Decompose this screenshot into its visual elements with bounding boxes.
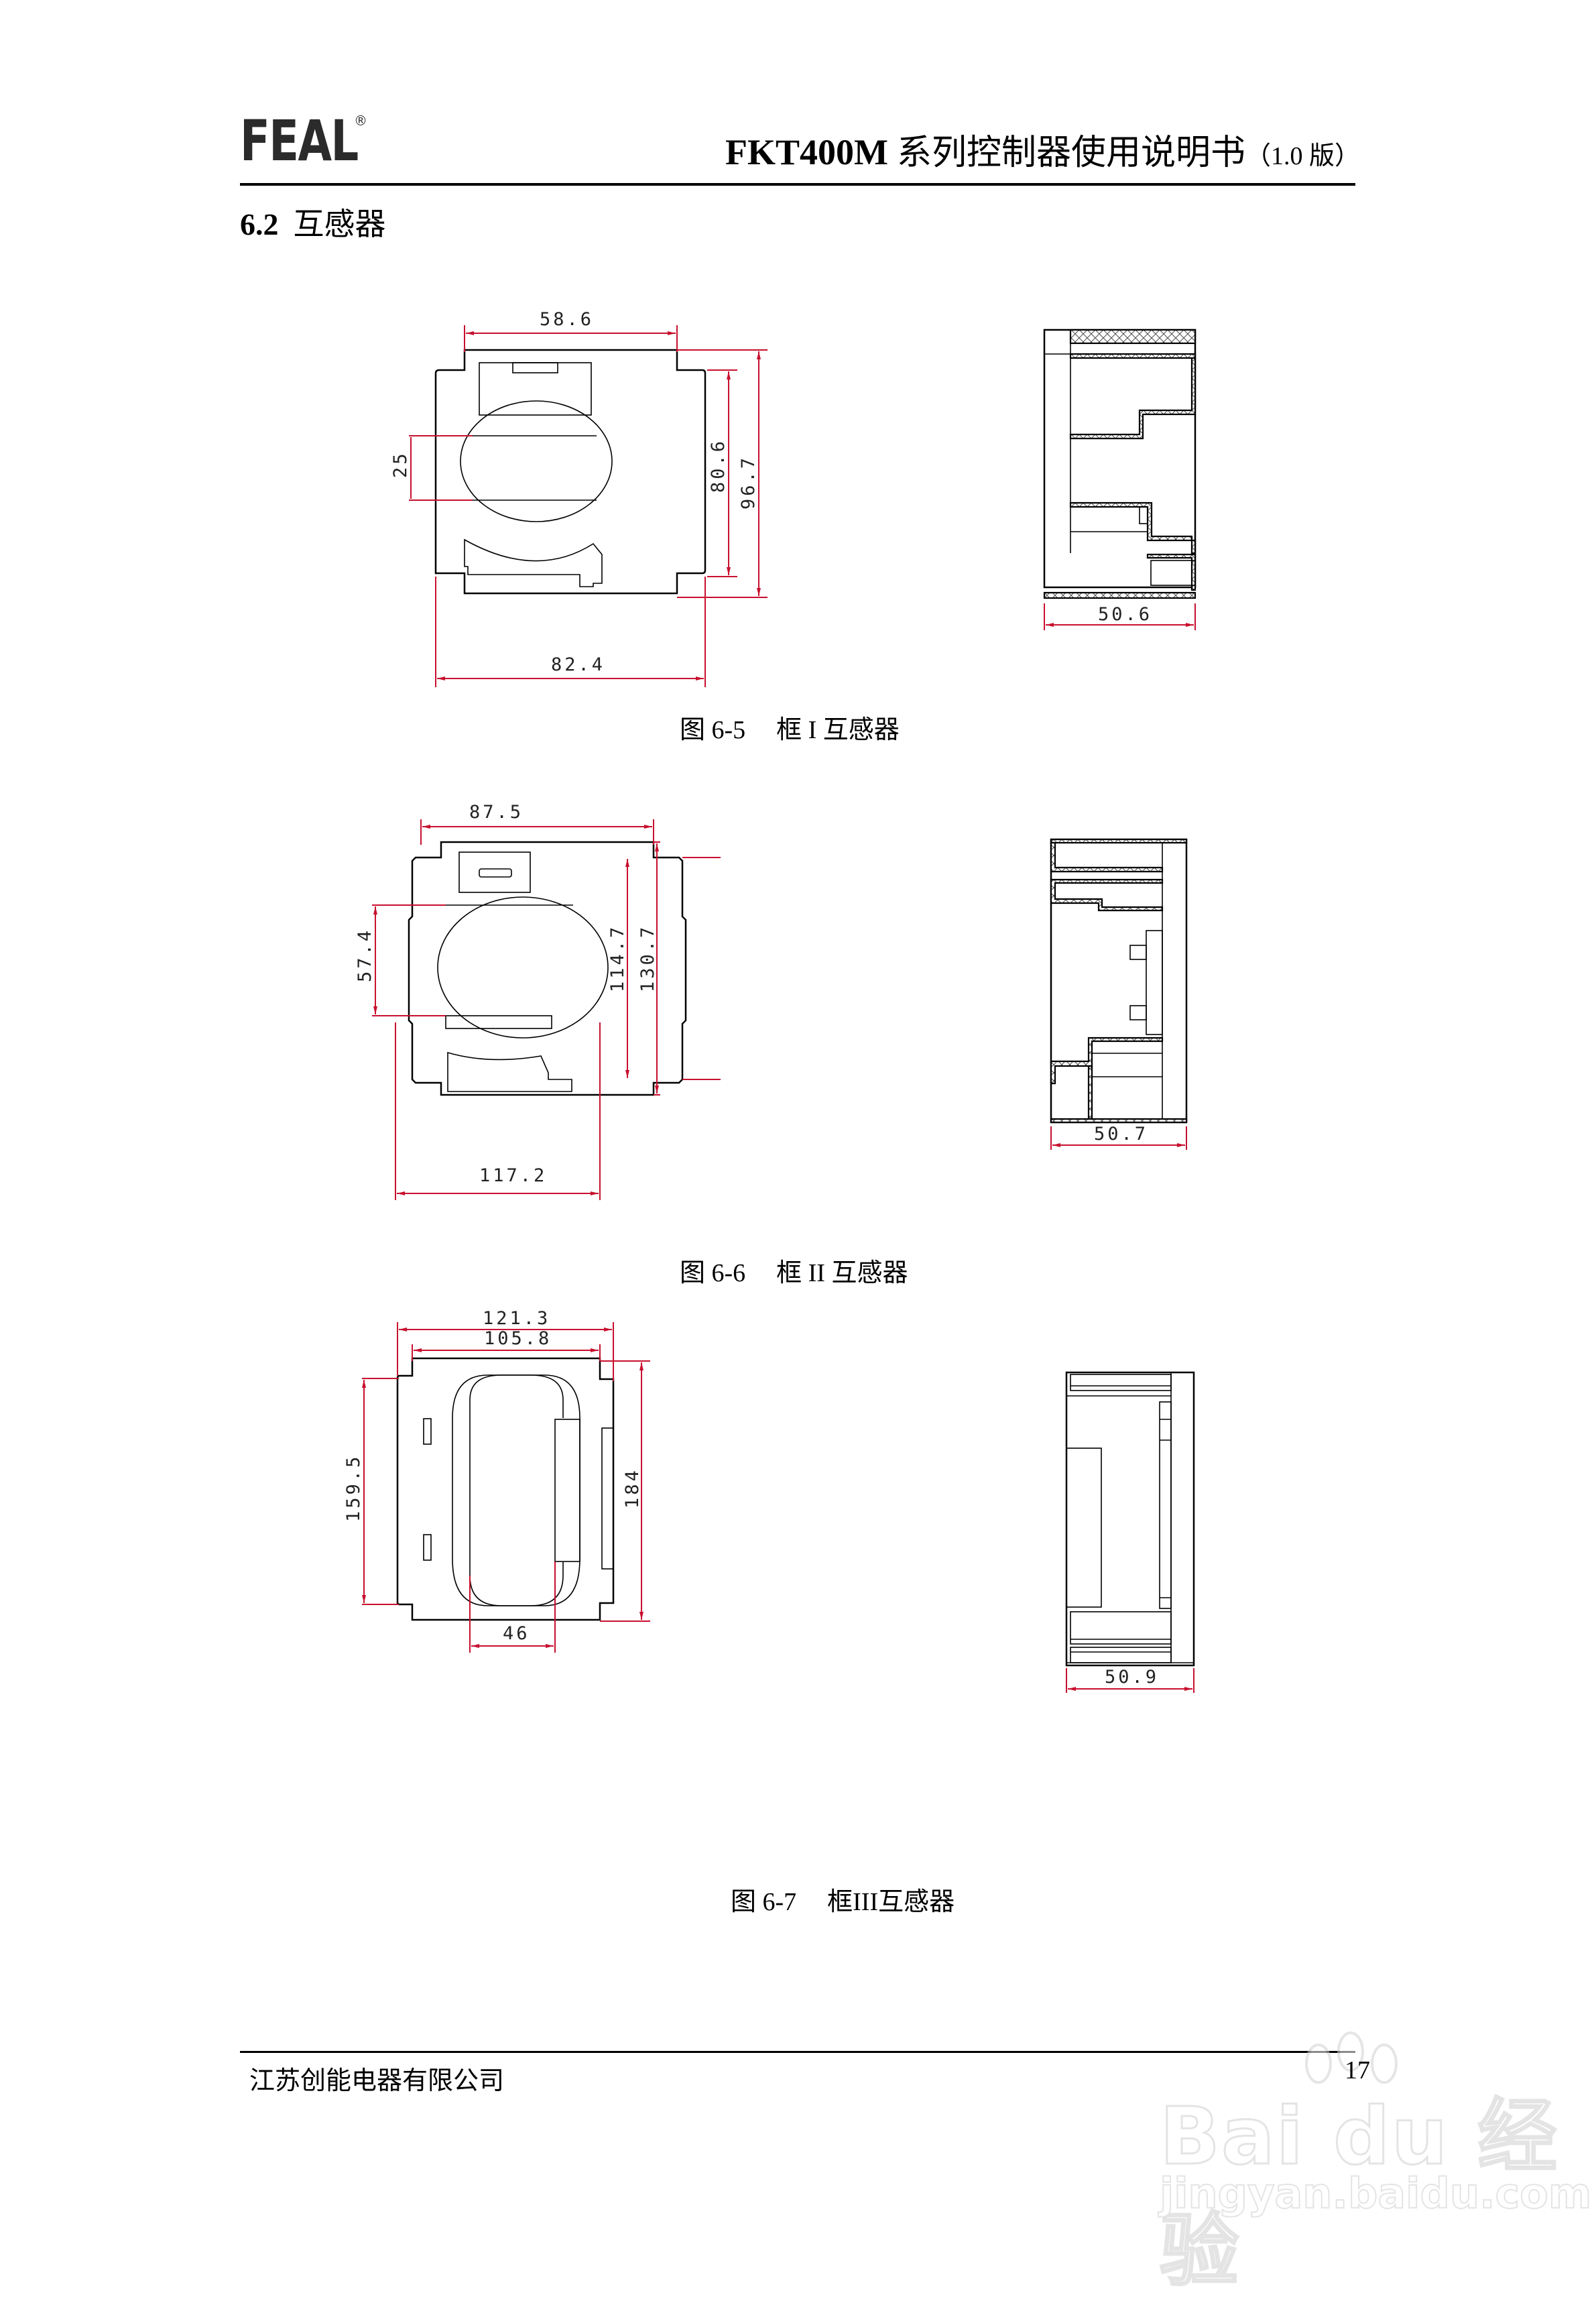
figure-title: 框III互感器: [827, 1888, 955, 1916]
figure-caption-6-5: 图 6-5 框 I 互感器: [680, 717, 900, 743]
dim-depth: 50.9: [1105, 1667, 1159, 1688]
dim-top-width: 58.6: [540, 309, 594, 330]
dim-top-width: 87.5: [469, 802, 524, 823]
footer-divider: [240, 2051, 1355, 2053]
dim-overall-height: 130.7: [637, 925, 658, 992]
figure-number: 图 6-6: [680, 1259, 746, 1287]
section-title: 互感器: [293, 207, 386, 241]
dim-left-height: 159.5: [343, 1454, 364, 1522]
figure-title: 框 II 互感器: [776, 1259, 908, 1287]
dim-overall-width: 121.3: [483, 1308, 550, 1329]
figure-6-6-side-view: 50.7: [1046, 831, 1247, 1247]
document-title-version: （1.0 版）: [1245, 142, 1360, 170]
figure-6-7-side-view: 50.9: [1059, 1368, 1247, 1837]
dim-depth: 50.6: [1098, 604, 1152, 625]
dim-overall-height: 184: [622, 1468, 643, 1509]
watermark-url: jingyan.baidu.com: [1159, 2168, 1592, 2219]
dim-window-width: 46: [503, 1623, 530, 1644]
dim-window-height: 57.4: [355, 928, 375, 982]
dim-overall-width: 117.2: [479, 1165, 547, 1186]
figure-6-5-side-view: 50.6: [1039, 322, 1267, 697]
figure-6-5-front-view: 58.6 82.4 25 80.6 96.7: [375, 305, 818, 707]
figure-caption-6-7: 图 6-7 框III互感器: [731, 1889, 955, 1915]
page-number: 17: [1345, 2056, 1370, 2084]
dim-overall-width: 82.4: [551, 654, 605, 675]
figure-number: 图 6-5: [680, 716, 746, 744]
section-number: 6.2: [240, 207, 279, 241]
baidu-watermark: Bai du 经验 jingyan.baidu.com: [1140, 2031, 1595, 2298]
figure-caption-6-6: 图 6-6 框 II 互感器: [680, 1260, 908, 1286]
figure-6-6-front-view: 87.5 117.2 57.4 114.7 130.7: [349, 798, 858, 1254]
figure-6-7-front-view: 121.3 105.8 159.5 184 46: [343, 1307, 804, 1844]
dim-window-height: 25: [390, 451, 411, 478]
dim-inner-height: 114.7: [607, 925, 628, 992]
registered-mark: ®: [354, 113, 367, 129]
document-title-text: 系列控制器使用说明书: [896, 134, 1245, 172]
dim-inner-height: 80.6: [708, 438, 729, 493]
paw-icon: [1305, 2031, 1398, 2084]
section-heading: 6.2 互感器: [240, 209, 386, 240]
dim-depth: 50.7: [1094, 1124, 1148, 1144]
document-title-model: FKT400M: [725, 132, 888, 172]
dim-inner-width: 105.8: [484, 1328, 552, 1349]
figure-number: 图 6-7: [731, 1888, 797, 1916]
header-divider: [240, 183, 1355, 186]
footer-company-name: 江苏创能电器有限公司: [249, 2067, 505, 2095]
dim-overall-height: 96.7: [738, 455, 759, 510]
figure-title: 框 I 互感器: [776, 716, 900, 744]
brand-logo: FEAL: [240, 108, 359, 174]
document-title: FKT400M 系列控制器使用说明书（1.0 版）: [725, 134, 1360, 171]
